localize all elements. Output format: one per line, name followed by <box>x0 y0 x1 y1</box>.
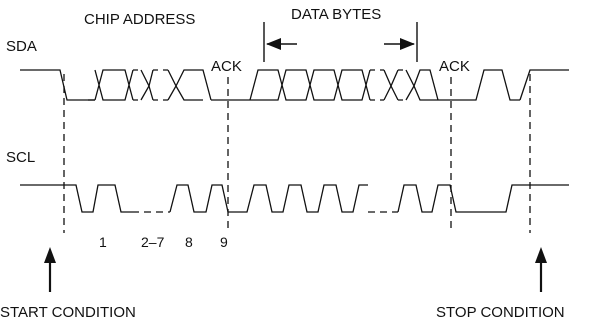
sda-label: SDA <box>6 38 37 55</box>
stop-arrow <box>535 247 547 292</box>
stop-condition-label: STOP CONDITION <box>436 304 565 321</box>
data-bytes-label: DATA BYTES <box>291 6 381 23</box>
scl-label: SCL <box>6 149 35 166</box>
chip-address-label: CHIP ADDRESS <box>84 11 195 28</box>
start-arrow <box>44 247 56 292</box>
clock-number-8: 8 <box>185 234 193 250</box>
clock-number-9: 9 <box>220 234 228 250</box>
clock-number-1: 1 <box>99 234 107 250</box>
ack-label-first: ACK <box>211 58 242 75</box>
sda-waveform <box>20 69 569 101</box>
start-condition-label: START CONDITION <box>0 304 136 321</box>
data-bytes-bracket <box>263 22 418 62</box>
clock-number-2-7: 2–7 <box>141 234 165 250</box>
scl-waveform <box>20 184 569 213</box>
ack-label-second: ACK <box>439 58 470 75</box>
